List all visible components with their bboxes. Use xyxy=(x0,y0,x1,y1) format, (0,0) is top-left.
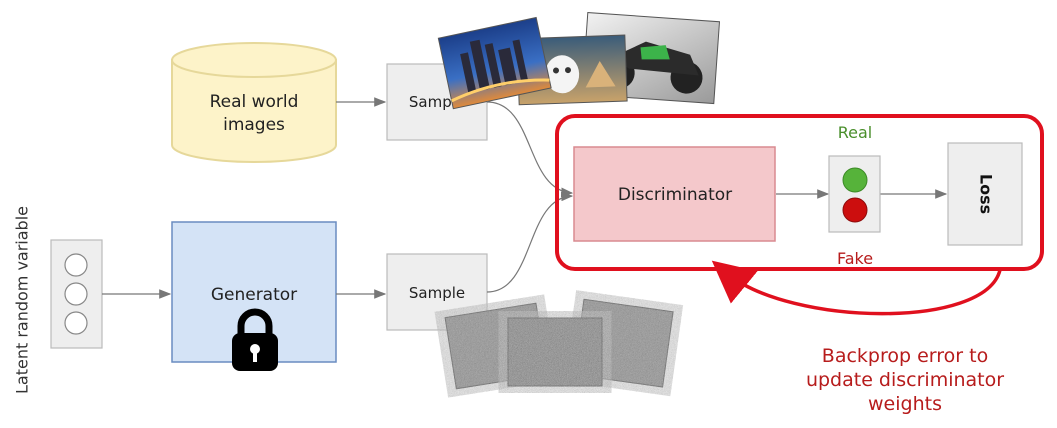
input-circle xyxy=(64,253,88,277)
arrow-sample-bottom-to-discriminator xyxy=(486,191,574,293)
lock-icon xyxy=(232,308,278,371)
backprop-line2: update discriminator xyxy=(806,369,1004,391)
real-fake-indicator xyxy=(828,155,881,233)
input-circle xyxy=(64,311,88,335)
latent-input-node xyxy=(50,239,103,349)
discriminator-highlight-frame xyxy=(555,114,1044,271)
city-photo xyxy=(437,16,552,110)
backprop-arrow xyxy=(711,260,1002,316)
generator-label: Generator xyxy=(211,285,297,305)
backprop-annotation: Backprop error to update discriminator w… xyxy=(806,345,1004,415)
loss-box: Loss xyxy=(947,142,1023,246)
backprop-line3: weights xyxy=(868,393,942,415)
discriminator-label: Discriminator xyxy=(618,185,732,205)
latent-variable-label: Latent random variable xyxy=(12,205,32,395)
green-circle-icon xyxy=(842,167,868,193)
red-circle-icon xyxy=(842,197,868,223)
sample-bottom-label: Sample xyxy=(409,284,465,302)
input-circle xyxy=(64,282,88,306)
generated-noise-thumbnails xyxy=(444,298,674,390)
real-world-images-database: Real world images xyxy=(171,42,337,163)
database-label-line2: images xyxy=(223,115,285,135)
real-label: Real xyxy=(838,123,873,142)
loss-label: Loss xyxy=(977,174,996,214)
real-image-thumbnails xyxy=(437,12,721,110)
database-label-line1: Real world xyxy=(210,92,299,112)
fake-label: Fake xyxy=(837,249,873,268)
arrow-sample-top-to-discriminator xyxy=(486,101,574,198)
discriminator-box: Discriminator xyxy=(573,146,776,242)
backprop-line1: Backprop error to xyxy=(822,345,988,367)
